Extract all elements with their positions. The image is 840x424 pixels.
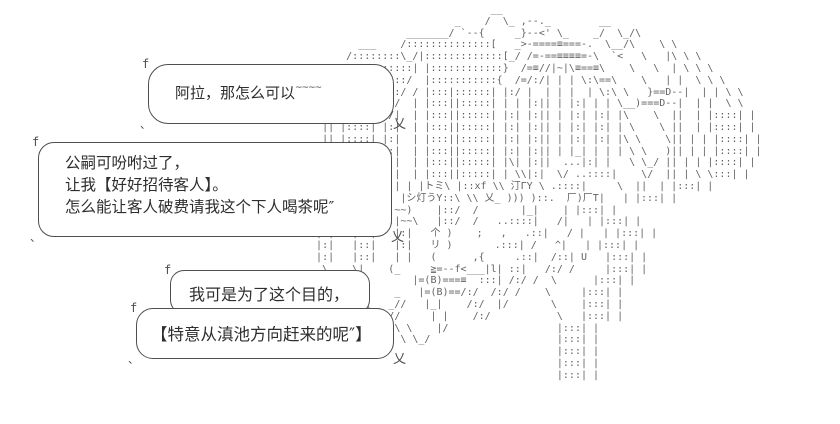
speech-bubble-1: f 、 乂 阿拉，那怎么可以~~~~ — [140, 58, 406, 131]
speech-bubble-4: f 、 乂 【特意从滇池方向赶来的呢″】 — [128, 302, 406, 366]
bubble-text-line: 我可是为了这个目的， — [171, 271, 369, 305]
bubble-text: 我可是为了这个目的， — [189, 285, 350, 304]
speech-bubble-3: f 我可是为了这个目的， — [164, 264, 370, 314]
bubble-text-line: 【特意从滇池方向赶来的呢″】 — [137, 309, 393, 345]
bubble-corner-mark: f — [164, 263, 172, 277]
squiggle-suffix: ~~~~ — [295, 83, 322, 93]
bubble-text: 【特意从滇池方向赶来的呢″】 — [151, 325, 372, 344]
bubble-tail-mark: 乂 — [392, 352, 406, 367]
bubble-corner-mark: f — [142, 57, 150, 71]
bubble-corner-mark: f — [130, 301, 138, 315]
bubble-tail-mark: 乂 — [392, 117, 406, 132]
bubble-text: 阿拉，那怎么可以 — [175, 84, 296, 102]
speech-bubble-2: f 、 乂 公嗣可吩咐过了， 让我【好好招待客人】。 怎么能让客人破费请我这个下… — [30, 136, 404, 244]
bubble-text: 公嗣可吩咐过了， 让我【好好招待客人】。 怎么能让客人破费请我这个下人喝茶呢″ — [39, 143, 391, 218]
bubble-text-line: 公嗣可吩咐过了， — [65, 154, 190, 172]
bubble-tail-mark: 乂 — [390, 230, 404, 245]
bubble-text-line: 让我【好好招待客人】。 — [65, 176, 228, 194]
bubble-corner-mark: 、 — [128, 353, 139, 366]
bubble-text-line: 阿拉，那怎么可以~~~~ — [149, 65, 393, 103]
bubble-corner-mark: 、 — [140, 118, 151, 131]
bubble-text-line: 怎么能让客人破费请我这个下人喝茶呢″ — [65, 198, 335, 216]
bubble-corner-mark: f — [32, 135, 40, 149]
bubble-corner-mark: 、 — [30, 231, 41, 244]
